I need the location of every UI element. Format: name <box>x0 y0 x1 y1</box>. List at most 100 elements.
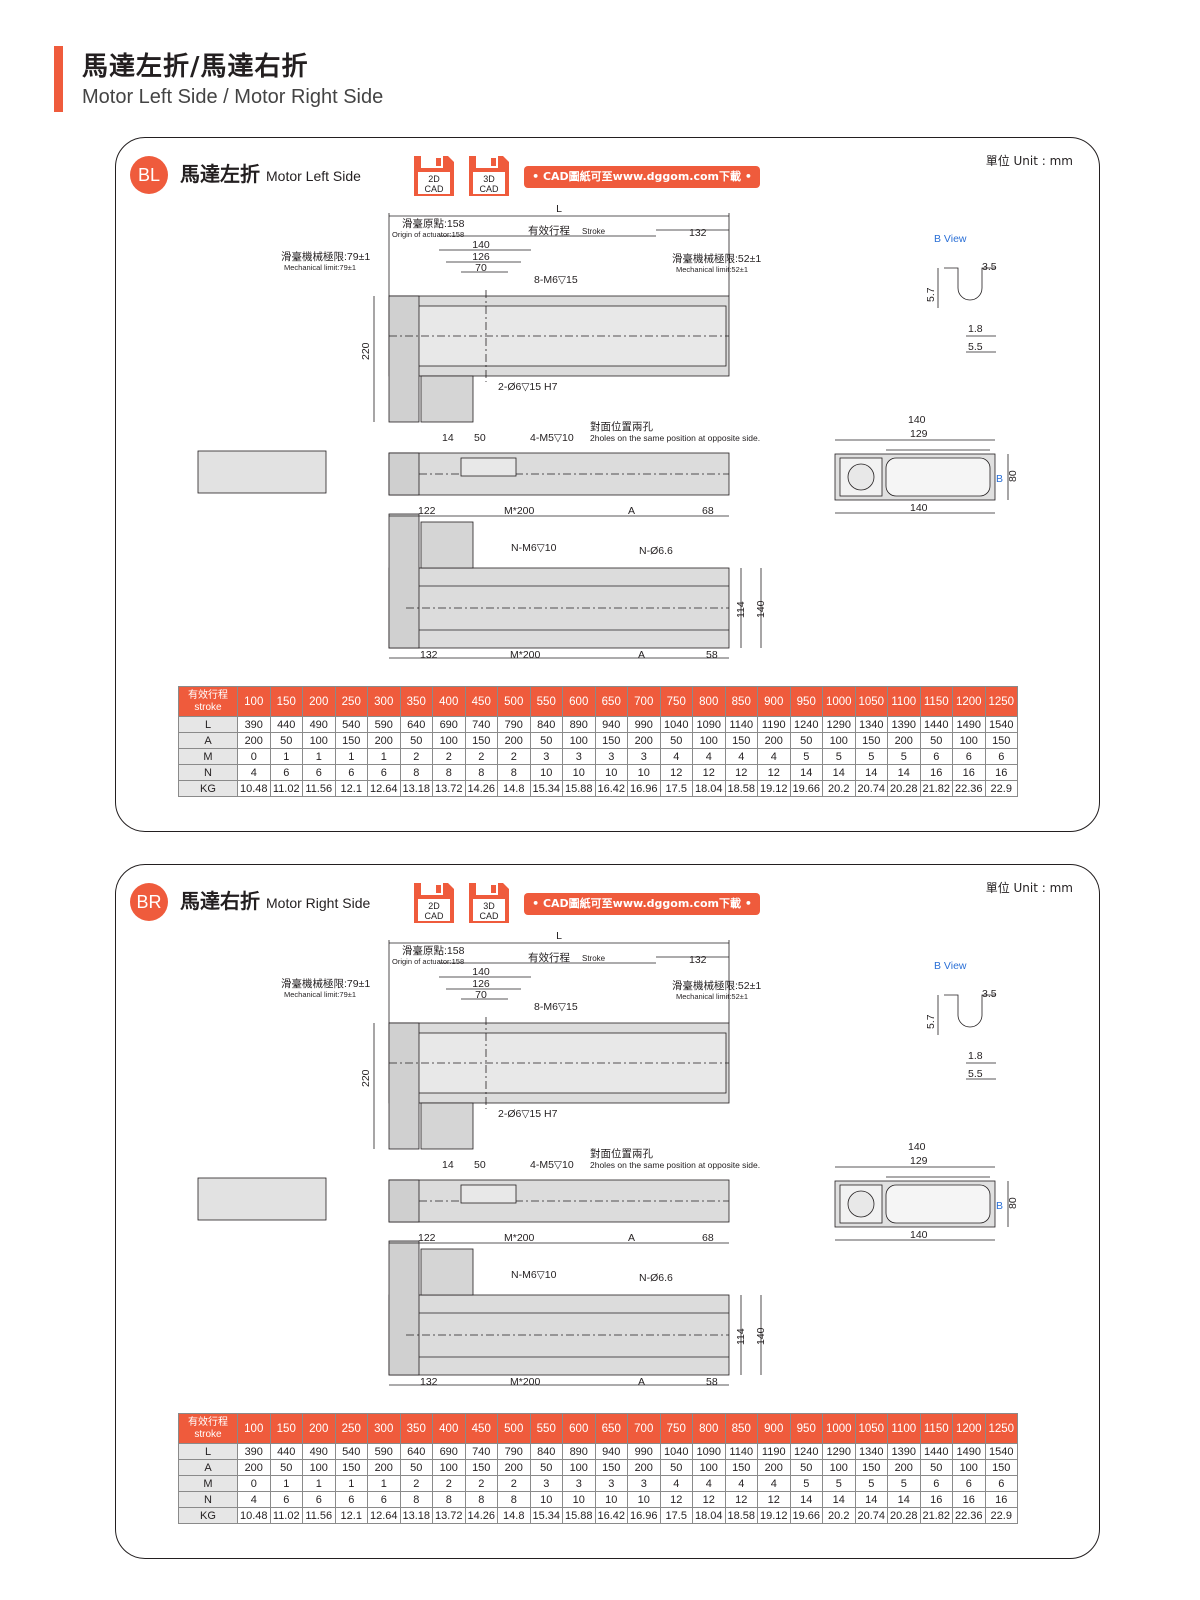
cad-2d-button[interactable]: 2D CAD <box>412 881 456 925</box>
table-cell: 200 <box>627 732 661 749</box>
table-cell: 200 <box>887 732 921 749</box>
table-cell: 8 <box>432 1491 466 1508</box>
table-cell: 490 <box>302 1443 336 1460</box>
table-cell: 150 <box>854 1459 888 1476</box>
table-cell: 16 <box>952 1491 986 1508</box>
table-cell: 13.72 <box>432 780 466 797</box>
table-cell: 6 <box>334 1491 368 1508</box>
stroke-col-header: 650 <box>594 1413 628 1444</box>
stroke-col-header: 1150 <box>919 686 953 717</box>
table-cell: 5 <box>822 748 856 765</box>
stroke-col-header: 600 <box>562 1413 596 1444</box>
dim-L: L <box>556 203 562 215</box>
table-cell: 1 <box>302 748 336 765</box>
cad-3d-label: 3D <box>483 901 495 911</box>
table-cell: 440 <box>269 716 303 733</box>
table-cell: 100 <box>562 732 596 749</box>
table-cell: 3 <box>562 748 596 765</box>
end-dim-140: 140 <box>908 1141 926 1153</box>
cad-download-link[interactable]: • CAD圖紙可至www.dggom.com下載 • <box>524 166 760 188</box>
table-cell: 5 <box>789 1475 823 1492</box>
table-cell: 150 <box>854 732 888 749</box>
table-cell: 150 <box>724 1459 758 1476</box>
panel-badge: BR <box>130 883 168 921</box>
table-cell: 15.34 <box>529 780 563 797</box>
table-cell: 6 <box>952 748 986 765</box>
table-cell: 100 <box>432 1459 466 1476</box>
table-cell: 150 <box>984 1459 1018 1476</box>
stroke-col-header: 450 <box>464 686 498 717</box>
origin-label: 滑臺原點:158 <box>402 217 465 230</box>
origin-label: 滑臺原點:158 <box>402 944 465 957</box>
table-cell: 12 <box>692 764 726 781</box>
table-cell: 3 <box>562 1475 596 1492</box>
mech-limit-52: 滑臺機械極限:52±1 <box>672 252 761 265</box>
cad-2d-button[interactable]: 2D CAD <box>412 154 456 198</box>
header-accent-bar <box>54 46 63 112</box>
stroke-col-header: 150 <box>269 1413 303 1444</box>
table-cell: 6 <box>269 1491 303 1508</box>
row-label: KG <box>178 780 238 797</box>
table-cell: 2 <box>399 1475 433 1492</box>
table-cell: 20.74 <box>854 780 888 797</box>
table-cell: 10 <box>627 1491 661 1508</box>
cad-2d-label: 2D <box>428 901 440 911</box>
mech-limit-52-en: Mechanical limit:52±1 <box>676 992 748 1001</box>
mech-limit-79: 滑臺機械極限:79±1 <box>281 250 370 263</box>
cad-3d-button[interactable]: 3D CAD <box>467 154 511 198</box>
table-cell: 100 <box>692 1459 726 1476</box>
table-cell: 5 <box>789 748 823 765</box>
table-cell: 15.34 <box>529 1507 563 1524</box>
table-cell: 150 <box>984 732 1018 749</box>
table-cell: 890 <box>562 1443 596 1460</box>
table-cell: 50 <box>919 732 953 749</box>
dim-68: 68 <box>702 1232 714 1244</box>
cad-2d-sub: CAD <box>424 184 444 194</box>
b-marker: B <box>996 473 1003 485</box>
table-cell: 6 <box>302 764 336 781</box>
table-cell: 50 <box>269 1459 303 1476</box>
table-cell: 1 <box>269 1475 303 1492</box>
row-label: N <box>178 764 238 781</box>
stroke-col-header: 600 <box>562 686 596 717</box>
table-cell: 16 <box>919 1491 953 1508</box>
table-cell: 22.36 <box>952 780 986 797</box>
dim-3.5: 3.5 <box>982 261 997 273</box>
cad-3d-button[interactable]: 3D CAD <box>467 881 511 925</box>
table-cell: 690 <box>432 1443 466 1460</box>
cad-download-link[interactable]: • CAD圖紙可至www.dggom.com下載 • <box>524 893 760 915</box>
dim-58: 58 <box>706 649 718 661</box>
table-cell: 11.56 <box>302 780 336 797</box>
b-marker: B <box>996 1200 1003 1212</box>
dim-140: 140 <box>472 239 490 251</box>
table-cell: 22.36 <box>952 1507 986 1524</box>
table-cell: 940 <box>594 1443 628 1460</box>
table-cell: 3 <box>529 748 563 765</box>
floppy-icon: 2D CAD <box>414 156 454 196</box>
table-cell: 3 <box>594 1475 628 1492</box>
floppy-icon: 3D CAD <box>469 156 509 196</box>
table-cell: 12.64 <box>367 780 401 797</box>
table-cell: 50 <box>789 1459 823 1476</box>
table-cell: 14.26 <box>464 1507 498 1524</box>
stroke-col-header: 400 <box>432 686 466 717</box>
table-cell: 16.42 <box>594 780 628 797</box>
table-cell: 540 <box>334 716 368 733</box>
table-cell: 740 <box>464 1443 498 1460</box>
row-label: L <box>178 1443 238 1460</box>
table-cell: 100 <box>952 1459 986 1476</box>
table-cell: 1090 <box>692 716 726 733</box>
table-cell: 100 <box>822 732 856 749</box>
table-cell: 20.2 <box>822 1507 856 1524</box>
table-cell: 1090 <box>692 1443 726 1460</box>
hole-h7: 2-Ø6▽15 H7 <box>498 381 558 393</box>
origin-label-en: Origin of actuator:158 <box>392 957 464 966</box>
table-cell: 200 <box>757 732 791 749</box>
table-cell: 4 <box>237 764 271 781</box>
table-cell: 18.58 <box>724 780 758 797</box>
table-cell: 4 <box>659 748 693 765</box>
table-cell: 790 <box>497 1443 531 1460</box>
